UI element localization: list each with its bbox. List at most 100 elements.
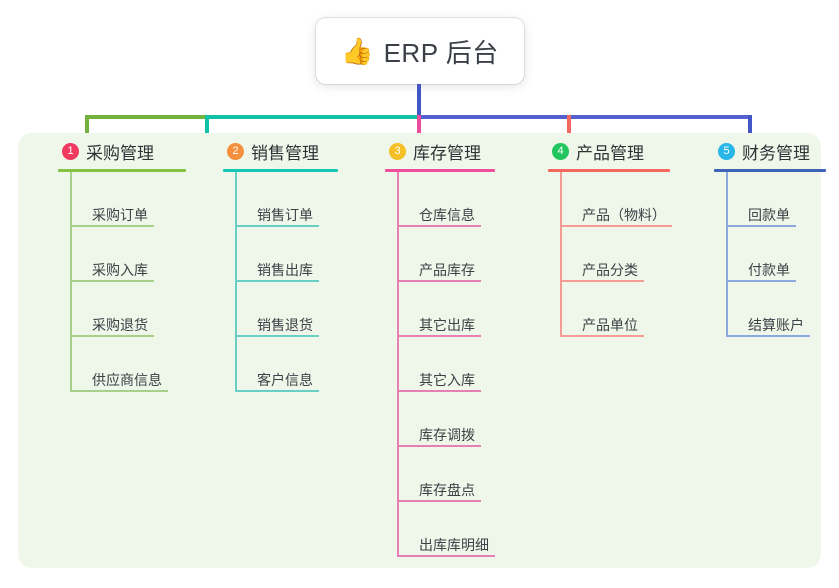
branch-item-label: 库存盘点 [419,481,475,498]
branch-item-label: 产品库存 [419,261,475,278]
branch-item[interactable]: 结算账户 [726,282,826,337]
branch-item-rule [70,280,154,282]
branch-item-rule [397,445,481,447]
branch-item[interactable]: 采购退货 [70,282,186,337]
connector-bus-segment-left [85,115,205,119]
branch-item-label: 采购入库 [92,261,148,278]
branch-item-label: 采购退货 [92,316,148,333]
branch-item[interactable]: 销售出库 [235,227,338,282]
connector-bus-segment-middle [205,115,419,119]
branch-item[interactable]: 仓库信息 [397,172,495,227]
branch-item-rule [397,500,481,502]
branch-item[interactable]: 出库库明细 [397,502,495,557]
branch-item-list-2: 销售订单销售出库销售退货客户信息 [235,172,338,392]
branch-badge-5: 5 [718,142,735,160]
branch-rule-3 [385,169,495,172]
branch-item-rule [235,335,319,337]
branch-item[interactable]: 其它入库 [397,337,495,392]
connector-trunk-vertical [417,84,421,116]
branch-item-label: 产品分类 [582,261,638,278]
branch-rule-2 [223,169,338,172]
branch-item-rule [397,225,481,227]
branch-item[interactable]: 库存调拨 [397,392,495,447]
branch-item-rule [70,225,154,227]
branch-item-list-4: 产品（物料） 产品分类产品单位 [560,172,672,337]
branch-item[interactable]: 产品分类 [560,227,670,282]
branch-item-list-5: 回款单付款单结算账户 [726,172,826,337]
branch-item[interactable]: 销售订单 [235,172,338,227]
branch-item-label: 采购订单 [92,206,148,223]
branch-badge-3: 3 [389,142,406,160]
branch-item-label: 仓库信息 [419,206,475,223]
connector-stub-column-3 [417,115,421,145]
branch-item-rule [235,225,319,227]
root-node-card[interactable]: 👍 ERP 后台 [316,18,524,84]
connector-stub-column-1 [85,115,89,145]
branch-item-rule [397,335,481,337]
branch-item-rule [397,390,481,392]
thumbs-up-icon: 👍 [341,36,374,66]
branch-item-list-1: 采购订单采购入库采购退货供应商信息 [70,172,186,392]
branch-spine-4 [560,172,562,337]
branch-item-rule [560,225,672,227]
branch-item-label: 其它入库 [419,371,475,388]
branch-rule-4 [548,169,670,172]
branch-header-3[interactable]: 3 库存管理 [385,133,495,169]
branch-item-rule [70,335,154,337]
branch-item-label: 销售订单 [257,206,313,223]
branch-header-2[interactable]: 2 销售管理 [223,133,338,169]
branch-item[interactable]: 采购订单 [70,172,186,227]
branch-item[interactable]: 付款单 [726,227,826,282]
branch-item[interactable]: 销售退货 [235,282,338,337]
branch-item-label: 产品单位 [582,316,638,333]
branch-title-3: 库存管理 [413,143,481,163]
branch-item[interactable]: 采购入库 [70,227,186,282]
branch-item[interactable]: 产品（物料） [560,172,672,227]
branch-spine-5 [726,172,728,337]
branch-item[interactable]: 回款单 [726,172,826,227]
branch-item-label: 产品（物料） [582,206,666,223]
branch-item[interactable]: 产品单位 [560,282,670,337]
branch-item-rule [235,390,319,392]
connector-stub-column-4 [567,115,571,145]
branch-item-rule [560,335,644,337]
branch-item-label: 供应商信息 [92,371,162,388]
branch-item[interactable]: 产品库存 [397,227,495,282]
branch-item[interactable]: 库存盘点 [397,447,495,502]
branch-item-label: 销售退货 [257,316,313,333]
branch-item-label: 客户信息 [257,371,313,388]
branch-spine-3 [397,172,399,557]
branch-item-label: 回款单 [748,206,790,223]
branch-column-3: 3 库存管理仓库信息产品库存其它出库其它入库库存调拨库存盘点出库库明细 [385,133,495,557]
branch-title-2: 销售管理 [251,143,319,163]
branch-item-rule [726,335,810,337]
branch-item-rule [397,280,481,282]
branch-item-label: 出库库明细 [419,536,489,553]
branch-item-label: 其它出库 [419,316,475,333]
branch-badge-2: 2 [227,142,244,160]
connector-stub-column-2 [205,115,209,145]
branch-item[interactable]: 其它出库 [397,282,495,337]
branch-item[interactable]: 供应商信息 [70,337,186,392]
branch-item-rule [560,280,644,282]
branch-rule-5 [714,169,826,172]
connector-bus-segment-right [419,115,752,119]
branch-item[interactable]: 客户信息 [235,337,338,392]
branch-spine-2 [235,172,237,392]
branch-item-label: 结算账户 [748,316,804,333]
branch-rule-1 [58,169,186,172]
branch-item-rule [726,225,796,227]
branch-column-2: 2 销售管理销售订单销售出库销售退货客户信息 [223,133,338,392]
connector-stub-column-5 [748,115,752,145]
branch-item-label: 付款单 [748,261,790,278]
branch-spine-1 [70,172,72,392]
branch-item-rule [235,280,319,282]
branch-item-rule [70,390,168,392]
branch-title-4: 产品管理 [576,143,644,163]
